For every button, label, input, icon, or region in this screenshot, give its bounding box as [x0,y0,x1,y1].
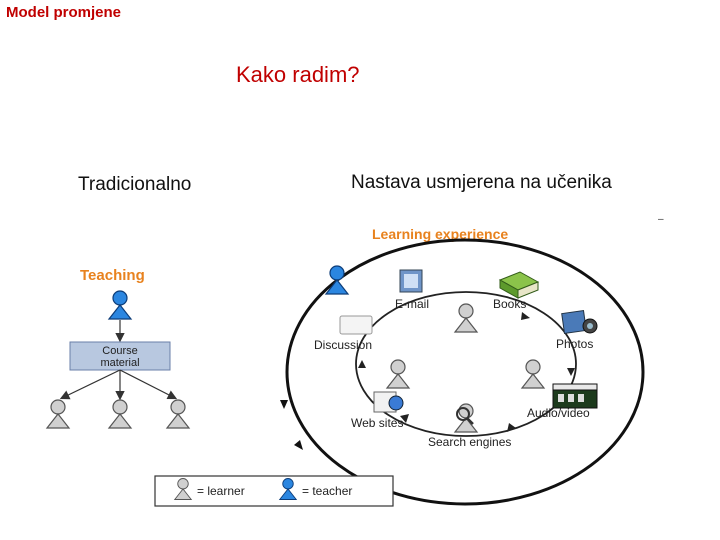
outer-circle [285,238,645,506]
dash-mark: – [658,214,664,225]
traditional-heading: Tradicionalno [78,174,192,195]
teacher-icon-outer [325,265,349,295]
photos-icon [561,310,598,334]
corner-title: Model promjene [6,4,122,21]
web-sites-label: Web sites [351,416,403,430]
legend-learner-label: = learner [197,484,245,498]
teaching-heading: Teaching [80,267,145,284]
books-label: Books [493,297,526,311]
cycle-arrow-2 [567,368,575,376]
audio-video-icon [552,383,598,409]
email-icon [399,269,423,293]
learner-icon-cycle-right [521,359,545,389]
audio-video-label: Audio/video [527,406,590,420]
discussion-label: Discussion [314,338,372,352]
teaching-arrow-left [59,369,121,400]
course-material-label-2: material [100,357,139,369]
web-sites-icon [373,391,404,413]
learning-heading: Learning experience [372,226,508,242]
legend-box [154,475,394,507]
discussion-icon [339,315,373,335]
books-icon [498,271,540,299]
inner-cycle [355,291,577,437]
learner-icon-cycle-left [386,359,410,389]
photos-label: Photos [556,337,593,351]
student-centered-heading: Nastava usmjerena na učenika [351,172,612,193]
outer-arrow-2 [294,440,303,450]
outer-arrow-1 [280,400,288,409]
cycle-arrow-4 [400,414,409,423]
learner-icon-right [166,399,190,429]
cycle-arrow-1 [521,312,530,320]
teacher-icon [108,290,132,320]
cycle-arrow-5 [358,360,366,368]
search-engines-label: Search engines [428,435,511,449]
learner-icon-top [454,303,478,333]
cycle-arrow-3 [507,423,516,432]
learner-icon-middle [108,399,132,429]
course-material-label-1: Course [102,345,137,357]
legend-teacher-label: = teacher [302,484,352,498]
learner-icon-left [46,399,70,429]
slide-title: Kako radim? [236,62,360,87]
search-icon [456,407,474,425]
teaching-arrow-right [119,369,178,400]
email-label: E-mail [395,297,429,311]
